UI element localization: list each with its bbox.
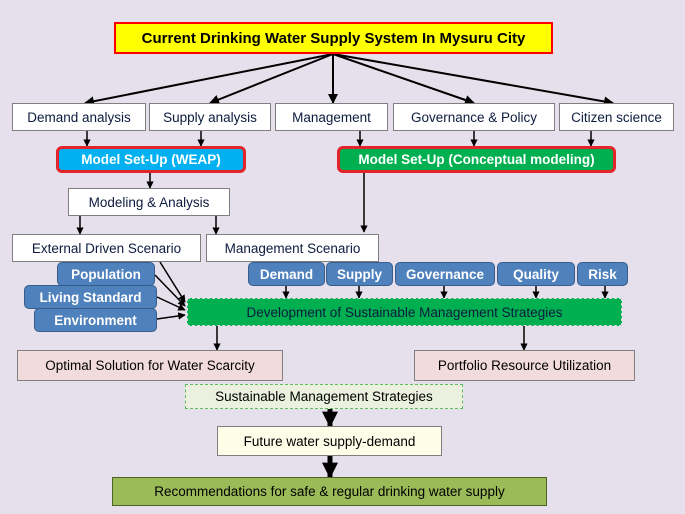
arrow-environment-development bbox=[156, 312, 186, 320]
management-box: Management bbox=[275, 103, 388, 131]
quality-factor: Quality bbox=[497, 262, 575, 286]
population-factor: Population bbox=[57, 262, 155, 286]
model-setup-conceptual-box: Model Set-Up (Conceptual modeling) bbox=[337, 146, 616, 173]
arrow-external-development bbox=[159, 261, 186, 303]
future-supply-demand-box: Future water supply-demand bbox=[217, 426, 442, 456]
arrow-title-citizen bbox=[332, 53, 614, 107]
governance-policy-box: Governance & Policy bbox=[393, 103, 555, 131]
recommendations-box: Recommendations for safe & regular drink… bbox=[112, 477, 547, 506]
arrow-population-development bbox=[154, 274, 186, 307]
risk-factor: Risk bbox=[577, 262, 628, 286]
environment-factor: Environment bbox=[34, 308, 157, 332]
citizen-science-box: Citizen science bbox=[559, 103, 674, 131]
model-setup-weap-box: Model Set-Up (WEAP) bbox=[56, 146, 246, 173]
optimal-solution-box: Optimal Solution for Water Scarcity bbox=[17, 350, 283, 381]
arrow-title-supply bbox=[209, 53, 334, 105]
portfolio-utilization-box: Portfolio Resource Utilization bbox=[414, 350, 635, 381]
management-scenario-box: Management Scenario bbox=[206, 234, 379, 262]
sustainable-strategies-box: Sustainable Management Strategies bbox=[185, 384, 463, 409]
governance-factor: Governance bbox=[395, 262, 495, 286]
modeling-analysis-box: Modeling & Analysis bbox=[68, 188, 230, 216]
demand-analysis-box: Demand analysis bbox=[12, 103, 146, 131]
living-standard-factor: Living Standard bbox=[24, 285, 157, 309]
arrow-title-demand bbox=[84, 53, 334, 107]
arrow-title-governance bbox=[332, 53, 475, 105]
diagram-title: Current Drinking Water Supply System In … bbox=[114, 22, 553, 54]
external-driven-scenario-box: External Driven Scenario bbox=[12, 234, 201, 262]
arrow-living-development bbox=[156, 296, 186, 311]
supply-analysis-box: Supply analysis bbox=[149, 103, 271, 131]
supply-factor: Supply bbox=[326, 262, 393, 286]
development-strategies-box: Development of Sustainable Management St… bbox=[187, 298, 622, 326]
demand-factor: Demand bbox=[248, 262, 325, 286]
